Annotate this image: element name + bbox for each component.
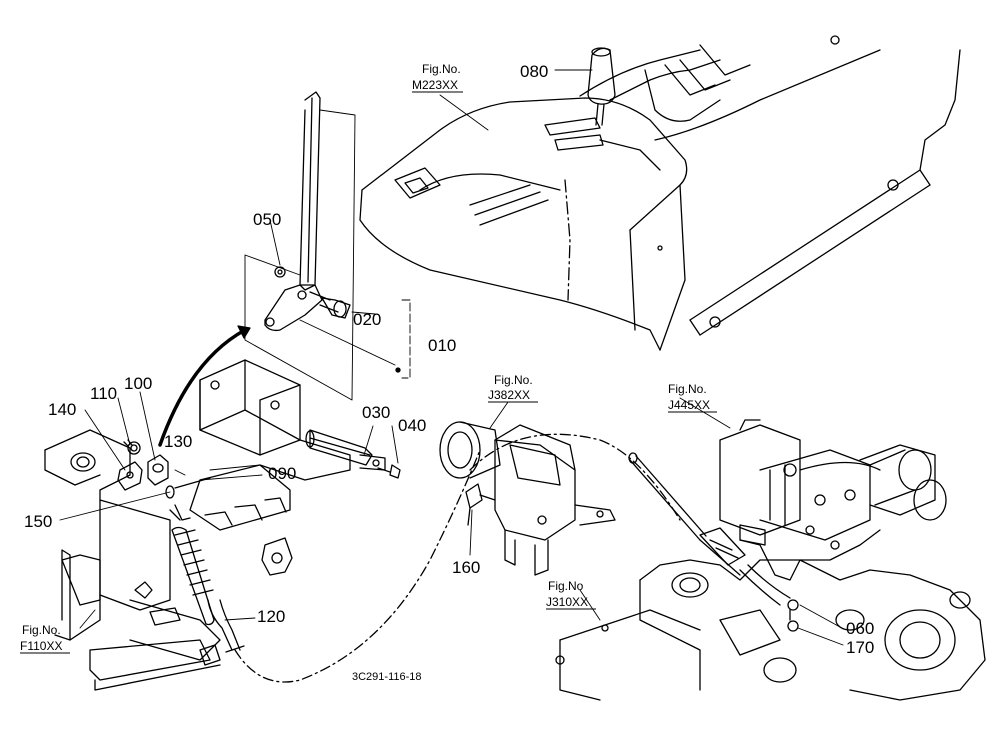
svg-text:Fig.No.: Fig.No. <box>494 373 533 387</box>
label-170: 170 <box>846 638 874 657</box>
shift-knob <box>587 47 616 126</box>
part-number-labels: 080 050 020 010 030 040 090 100 110 140 … <box>24 62 874 657</box>
svg-text:F110XX: F110XX <box>20 639 62 653</box>
label-090: 090 <box>268 464 296 483</box>
label-160: 160 <box>452 558 480 577</box>
figref-j445xx: Fig.No. J445XX <box>668 382 717 413</box>
label-100: 100 <box>124 374 152 393</box>
svg-text:Fig.No: Fig.No <box>548 579 584 593</box>
clamp-bracket <box>439 421 616 576</box>
assembly-arrow <box>158 328 247 447</box>
label-020: 020 <box>353 310 381 329</box>
svg-text:Fig.No.: Fig.No. <box>22 623 61 637</box>
figref-j382xx: Fig.No. J382XX <box>488 373 538 403</box>
label-060: 060 <box>846 619 874 638</box>
svg-text:J445XX: J445XX <box>668 398 710 412</box>
svg-text:M223XX: M223XX <box>412 78 458 92</box>
console-housing <box>359 35 961 351</box>
label-130: 130 <box>164 432 192 451</box>
figure-references: Fig.No. M223XX Fig.No. J382XX Fig.No. J4… <box>20 62 717 654</box>
label-050: 050 <box>253 210 281 229</box>
valve-body <box>719 419 947 581</box>
label-030: 030 <box>362 403 390 422</box>
svg-text:J310XX: J310XX <box>546 595 588 609</box>
left-frame <box>44 429 221 691</box>
drawing-code: 3C291-116-18 <box>352 671 422 683</box>
callout-leaders <box>59 69 844 646</box>
figref-m223xx: Fig.No. M223XX <box>412 62 463 93</box>
label-040: 040 <box>398 416 426 435</box>
mounting-bracket <box>199 359 401 481</box>
label-120: 120 <box>257 607 285 626</box>
label-140: 140 <box>48 400 76 419</box>
svg-text:Fig.No.: Fig.No. <box>422 62 461 76</box>
figref-f110xx: Fig.No. F110XX <box>20 623 70 654</box>
label-080: 080 <box>520 62 548 81</box>
svg-text:J382XX: J382XX <box>488 388 530 402</box>
figref-j310xx: Fig.No J310XX <box>546 579 596 610</box>
control-cable <box>169 433 791 683</box>
lever-leader-lines <box>244 109 356 401</box>
label-010: 010 <box>428 336 456 355</box>
label-150: 150 <box>24 512 52 531</box>
transmission-case <box>555 559 986 701</box>
svg-text:Fig.No.: Fig.No. <box>668 382 707 396</box>
label-110: 110 <box>90 384 117 403</box>
shift-lever <box>264 91 351 332</box>
